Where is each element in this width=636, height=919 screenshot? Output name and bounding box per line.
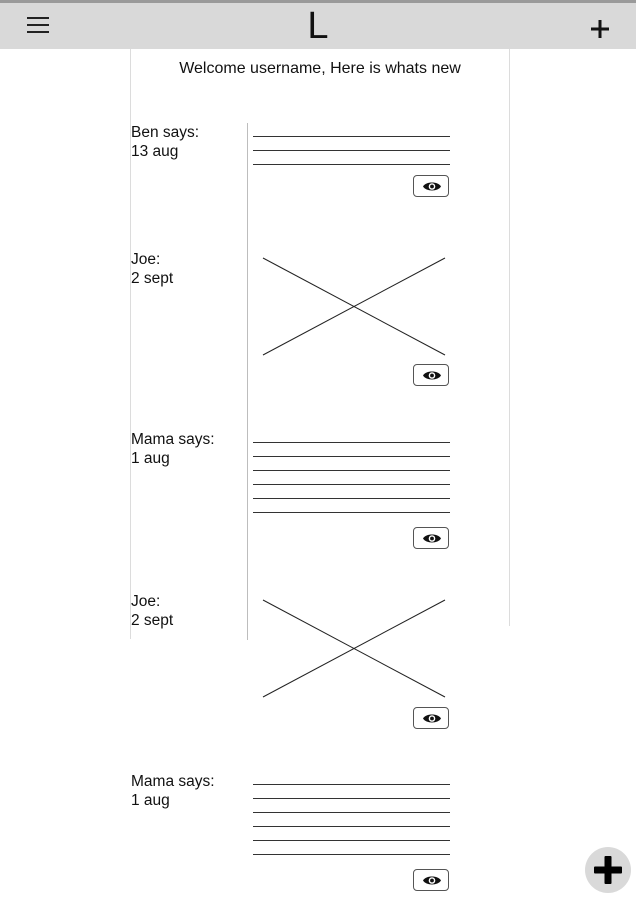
content-frame-left xyxy=(130,49,131,639)
post-meta: Mama says: 1 aug xyxy=(131,430,215,468)
post-author: Joe: xyxy=(131,251,161,268)
image-placeholder xyxy=(262,599,446,698)
welcome-message: Welcome username, Here is whats new xyxy=(179,60,461,77)
post-meta: Ben says: 13 aug xyxy=(131,123,199,161)
plus-icon[interactable] xyxy=(588,17,612,41)
column-divider xyxy=(247,123,248,640)
content-frame-right xyxy=(509,49,510,626)
post-date: 1 aug xyxy=(131,450,170,467)
floating-add-button[interactable] xyxy=(585,847,631,893)
eye-icon xyxy=(423,714,441,723)
post-author: Ben says: xyxy=(131,124,200,141)
post-meta: Joe: 2 sept xyxy=(131,250,173,288)
top-border xyxy=(0,0,636,3)
post-meta: Joe: 2 sept xyxy=(131,592,173,630)
hamburger-icon[interactable] xyxy=(27,15,49,35)
eye-icon xyxy=(423,534,441,543)
post-date: 1 aug xyxy=(131,792,170,809)
image-placeholder xyxy=(262,257,446,356)
app-logo[interactable]: L xyxy=(307,5,329,47)
view-button[interactable] xyxy=(413,869,449,891)
post-author: Mama says: xyxy=(131,773,215,790)
view-button[interactable] xyxy=(413,364,449,386)
view-button[interactable] xyxy=(413,707,449,729)
view-button[interactable] xyxy=(413,527,449,549)
post-author: Joe: xyxy=(131,593,161,610)
post-author: Mama says: xyxy=(131,431,215,448)
eye-icon xyxy=(423,182,441,191)
post-date: 13 aug xyxy=(131,143,179,160)
eye-icon xyxy=(423,876,441,885)
view-button[interactable] xyxy=(413,175,449,197)
post-meta: Mama says: 1 aug xyxy=(131,772,215,810)
post-date: 2 sept xyxy=(131,612,174,629)
plus-icon xyxy=(594,856,622,884)
post-date: 2 sept xyxy=(131,270,174,287)
eye-icon xyxy=(423,371,441,380)
app-header: L xyxy=(0,3,636,49)
